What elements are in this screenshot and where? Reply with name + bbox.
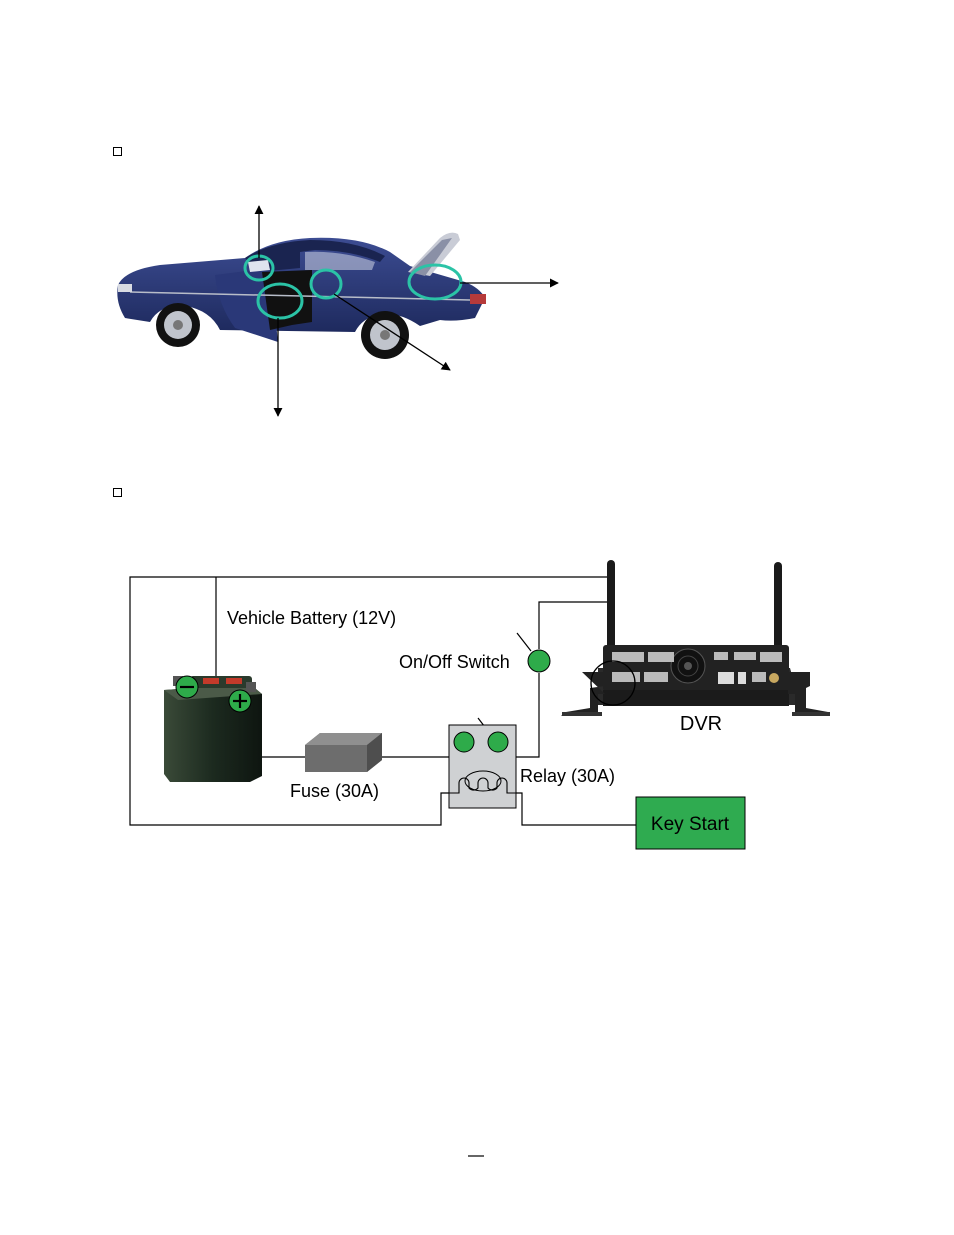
key-start-label: Key Start (651, 814, 730, 835)
fuse-label: Fuse (30A) (290, 781, 379, 801)
arrow-diagonal (333, 293, 451, 371)
switch-terminal (527, 649, 551, 673)
fuse-image (305, 733, 382, 772)
dvr-image (561, 560, 830, 716)
wiring-lines (129, 576, 636, 826)
relay-coil-symbol (449, 777, 516, 794)
car-image (117, 232, 486, 359)
mount-circle-door (256, 282, 304, 320)
key-start-box (635, 796, 746, 850)
battery-positive-terminal (228, 689, 252, 713)
dvr-label: DVR (680, 713, 722, 735)
relay-terminal-left (453, 731, 475, 753)
relay-label: Relay (30A) (520, 766, 615, 786)
mount-circle-pillar (309, 268, 343, 300)
battery-label: Vehicle Battery (12V) (227, 608, 396, 628)
switch-label: On/Off Switch (399, 652, 510, 672)
relay-terminal-right (487, 731, 509, 753)
page-number-underline (468, 1155, 484, 1157)
dvr-power-port-highlight (590, 660, 636, 706)
relay-box (448, 724, 517, 809)
battery-negative-terminal (175, 675, 199, 699)
bullet-marker-1 (113, 147, 122, 156)
bullet-marker-2 (113, 488, 122, 497)
mount-circle-rear (407, 263, 463, 301)
